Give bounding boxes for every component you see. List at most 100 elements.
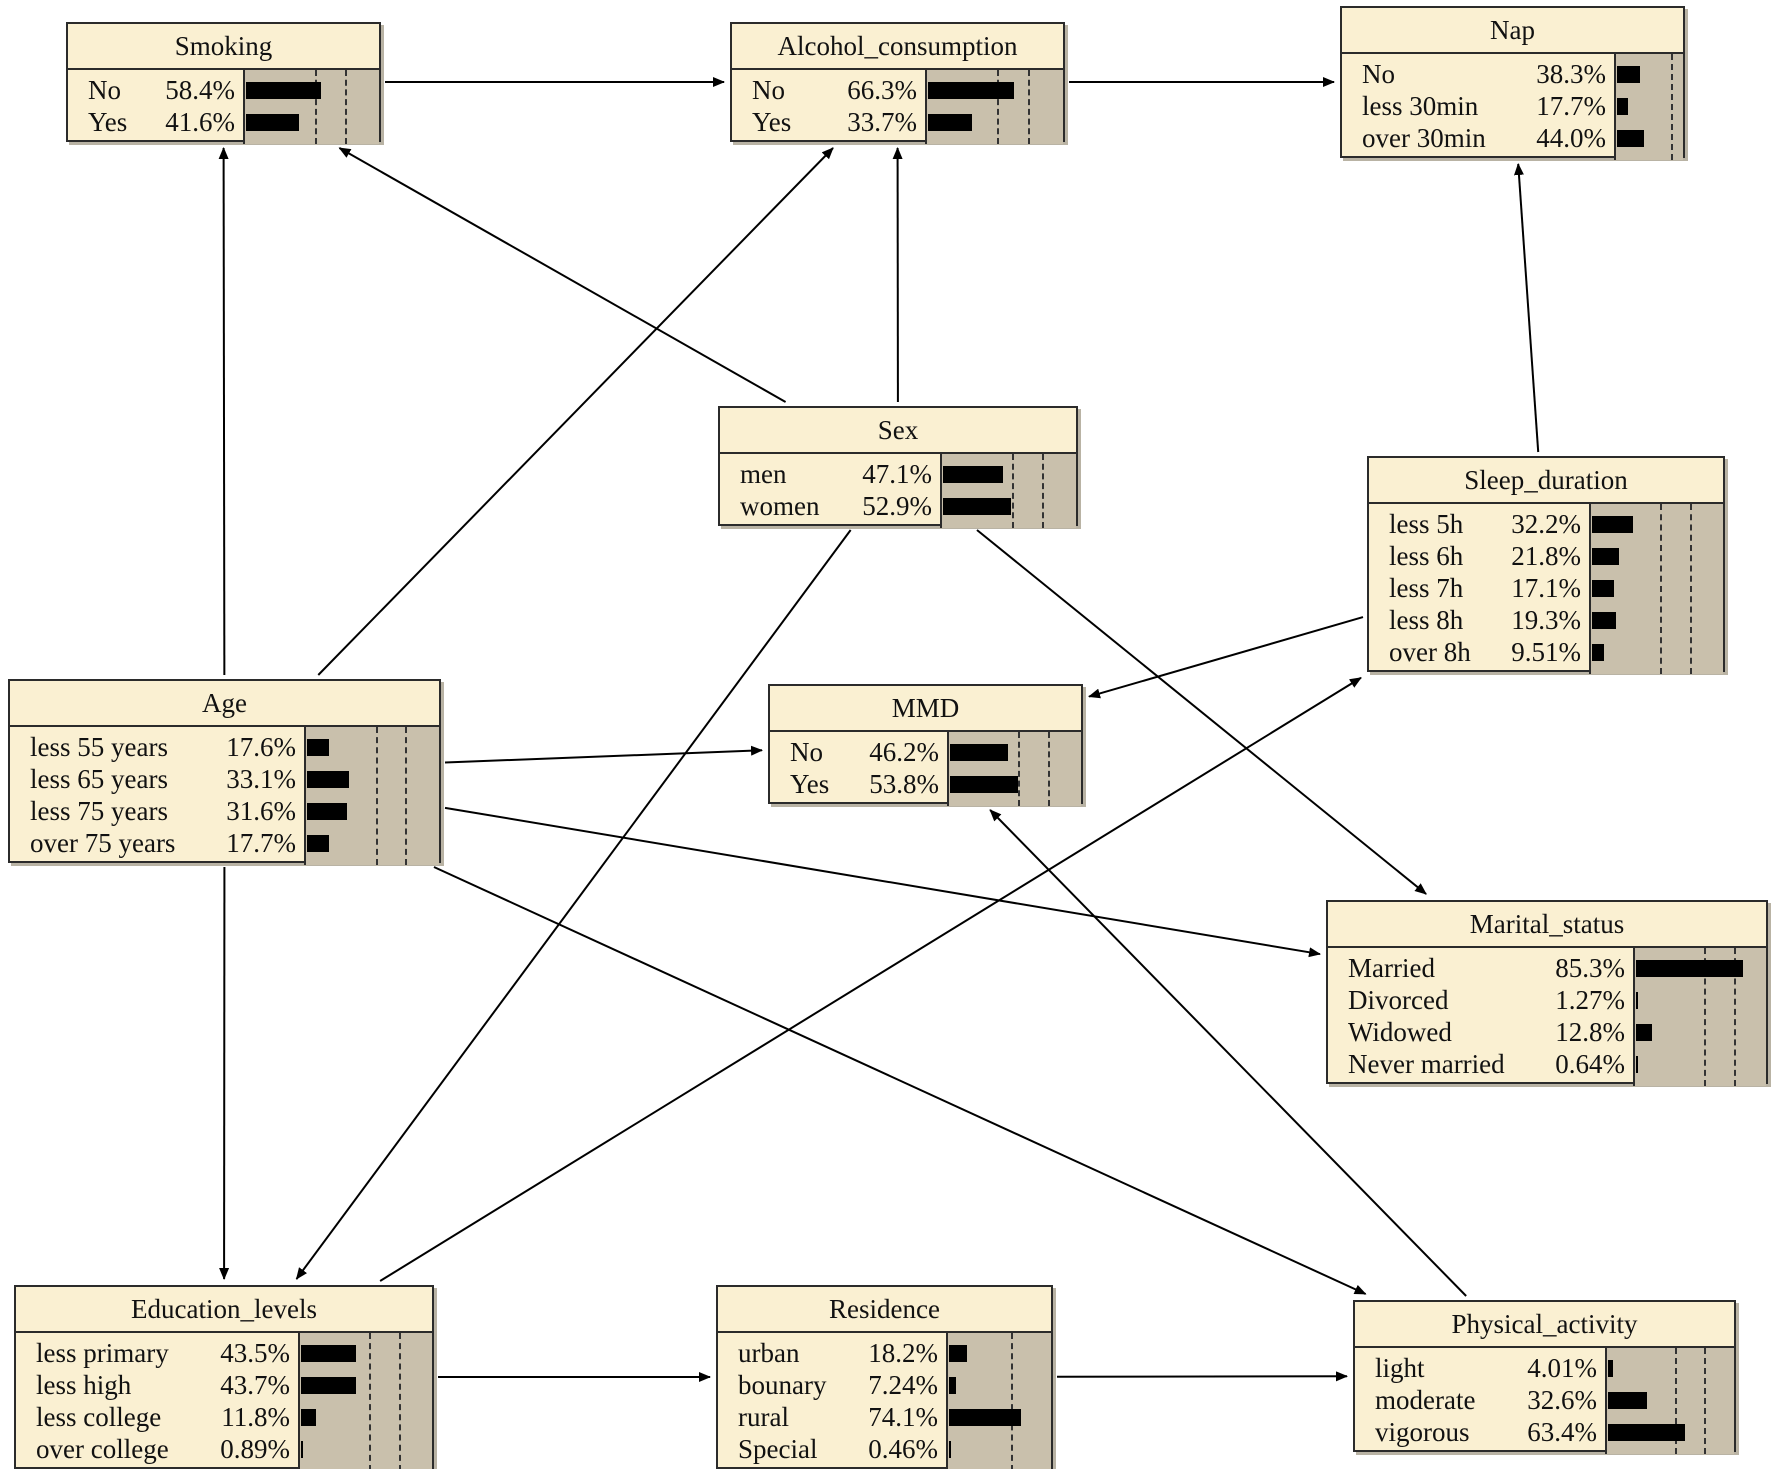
node-title: Sex [720,408,1076,454]
belief-bar [1636,960,1743,977]
node-states: men 47.1% women 52.9% [720,454,1076,528]
belief-bar [1617,130,1644,147]
state-label: No [88,75,121,105]
gridline [315,70,317,144]
state-percent: 17.7% [1536,91,1606,121]
gridline [399,1333,401,1469]
state-percent: 63.4% [1527,1417,1597,1447]
state-label: over 30min [1362,123,1486,153]
belief-bar [928,114,972,131]
state-percent: 0.89% [220,1434,290,1464]
gridline [1690,504,1692,674]
state-label: less college [36,1402,162,1432]
belief-bar [1636,992,1638,1009]
node-title: Alcohol_consumption [732,24,1063,70]
state-percent: 0.46% [868,1434,938,1464]
node-title: Marital_status [1328,902,1766,948]
state-percent: 21.8% [1511,541,1581,571]
gridline [1734,948,1736,1086]
belief-bar [1617,98,1628,115]
state-percent: 12.8% [1555,1017,1625,1047]
state-row: men 47.1% [720,458,940,490]
edge-age-to-alcohol [317,147,834,676]
belief-bar [943,498,1011,515]
state-percent: 17.1% [1511,573,1581,603]
state-label: Never married [1348,1049,1505,1079]
belief-bar [1592,644,1604,661]
state-percent: 74.1% [868,1402,938,1432]
edge-sleep-to-nap [1513,163,1540,453]
state-percent: 9.51% [1511,637,1581,667]
belief-bar [1636,1024,1652,1041]
node-title: Education_levels [16,1287,432,1333]
belief-bar [928,82,1014,99]
state-percent: 31.6% [226,796,296,826]
belief-bar [301,1409,316,1426]
state-percent: 19.3% [1511,605,1581,635]
state-label: less 30min [1362,91,1479,121]
state-label: men [740,459,787,489]
belief-bar-area [304,727,439,865]
belief-bar [246,82,321,99]
state-percent: 52.9% [862,491,932,521]
gridline [345,70,347,144]
edge-age-to-smoking [218,147,229,676]
belief-bar-area [1605,1348,1734,1454]
gridline [1028,70,1030,144]
state-label: women [740,491,820,521]
gridline [1048,732,1050,806]
state-percent: 11.8% [221,1402,290,1432]
state-label: rural [738,1402,789,1432]
node-sex[interactable]: Sex men 47.1% women 52.9% [718,406,1078,528]
node-title: Sleep_duration [1369,458,1723,504]
belief-bar [1608,1392,1647,1409]
state-percent: 43.7% [220,1370,290,1400]
state-percent: 32.2% [1511,509,1581,539]
state-label: less 5h [1389,509,1464,539]
edge-education-to-sleep [379,676,1362,1282]
state-percent: 47.1% [862,459,932,489]
state-label: Yes [88,107,128,137]
edge-sex-to-education [295,529,852,1280]
state-label: Yes [752,107,792,137]
belief-bar [301,1441,303,1458]
node-title: Physical_activity [1355,1302,1734,1348]
state-percent: 17.6% [226,732,296,762]
belief-bar-area [243,70,379,144]
belief-bar-area [925,70,1063,144]
belief-bar-area [947,732,1081,806]
node-title: Residence [718,1287,1051,1333]
